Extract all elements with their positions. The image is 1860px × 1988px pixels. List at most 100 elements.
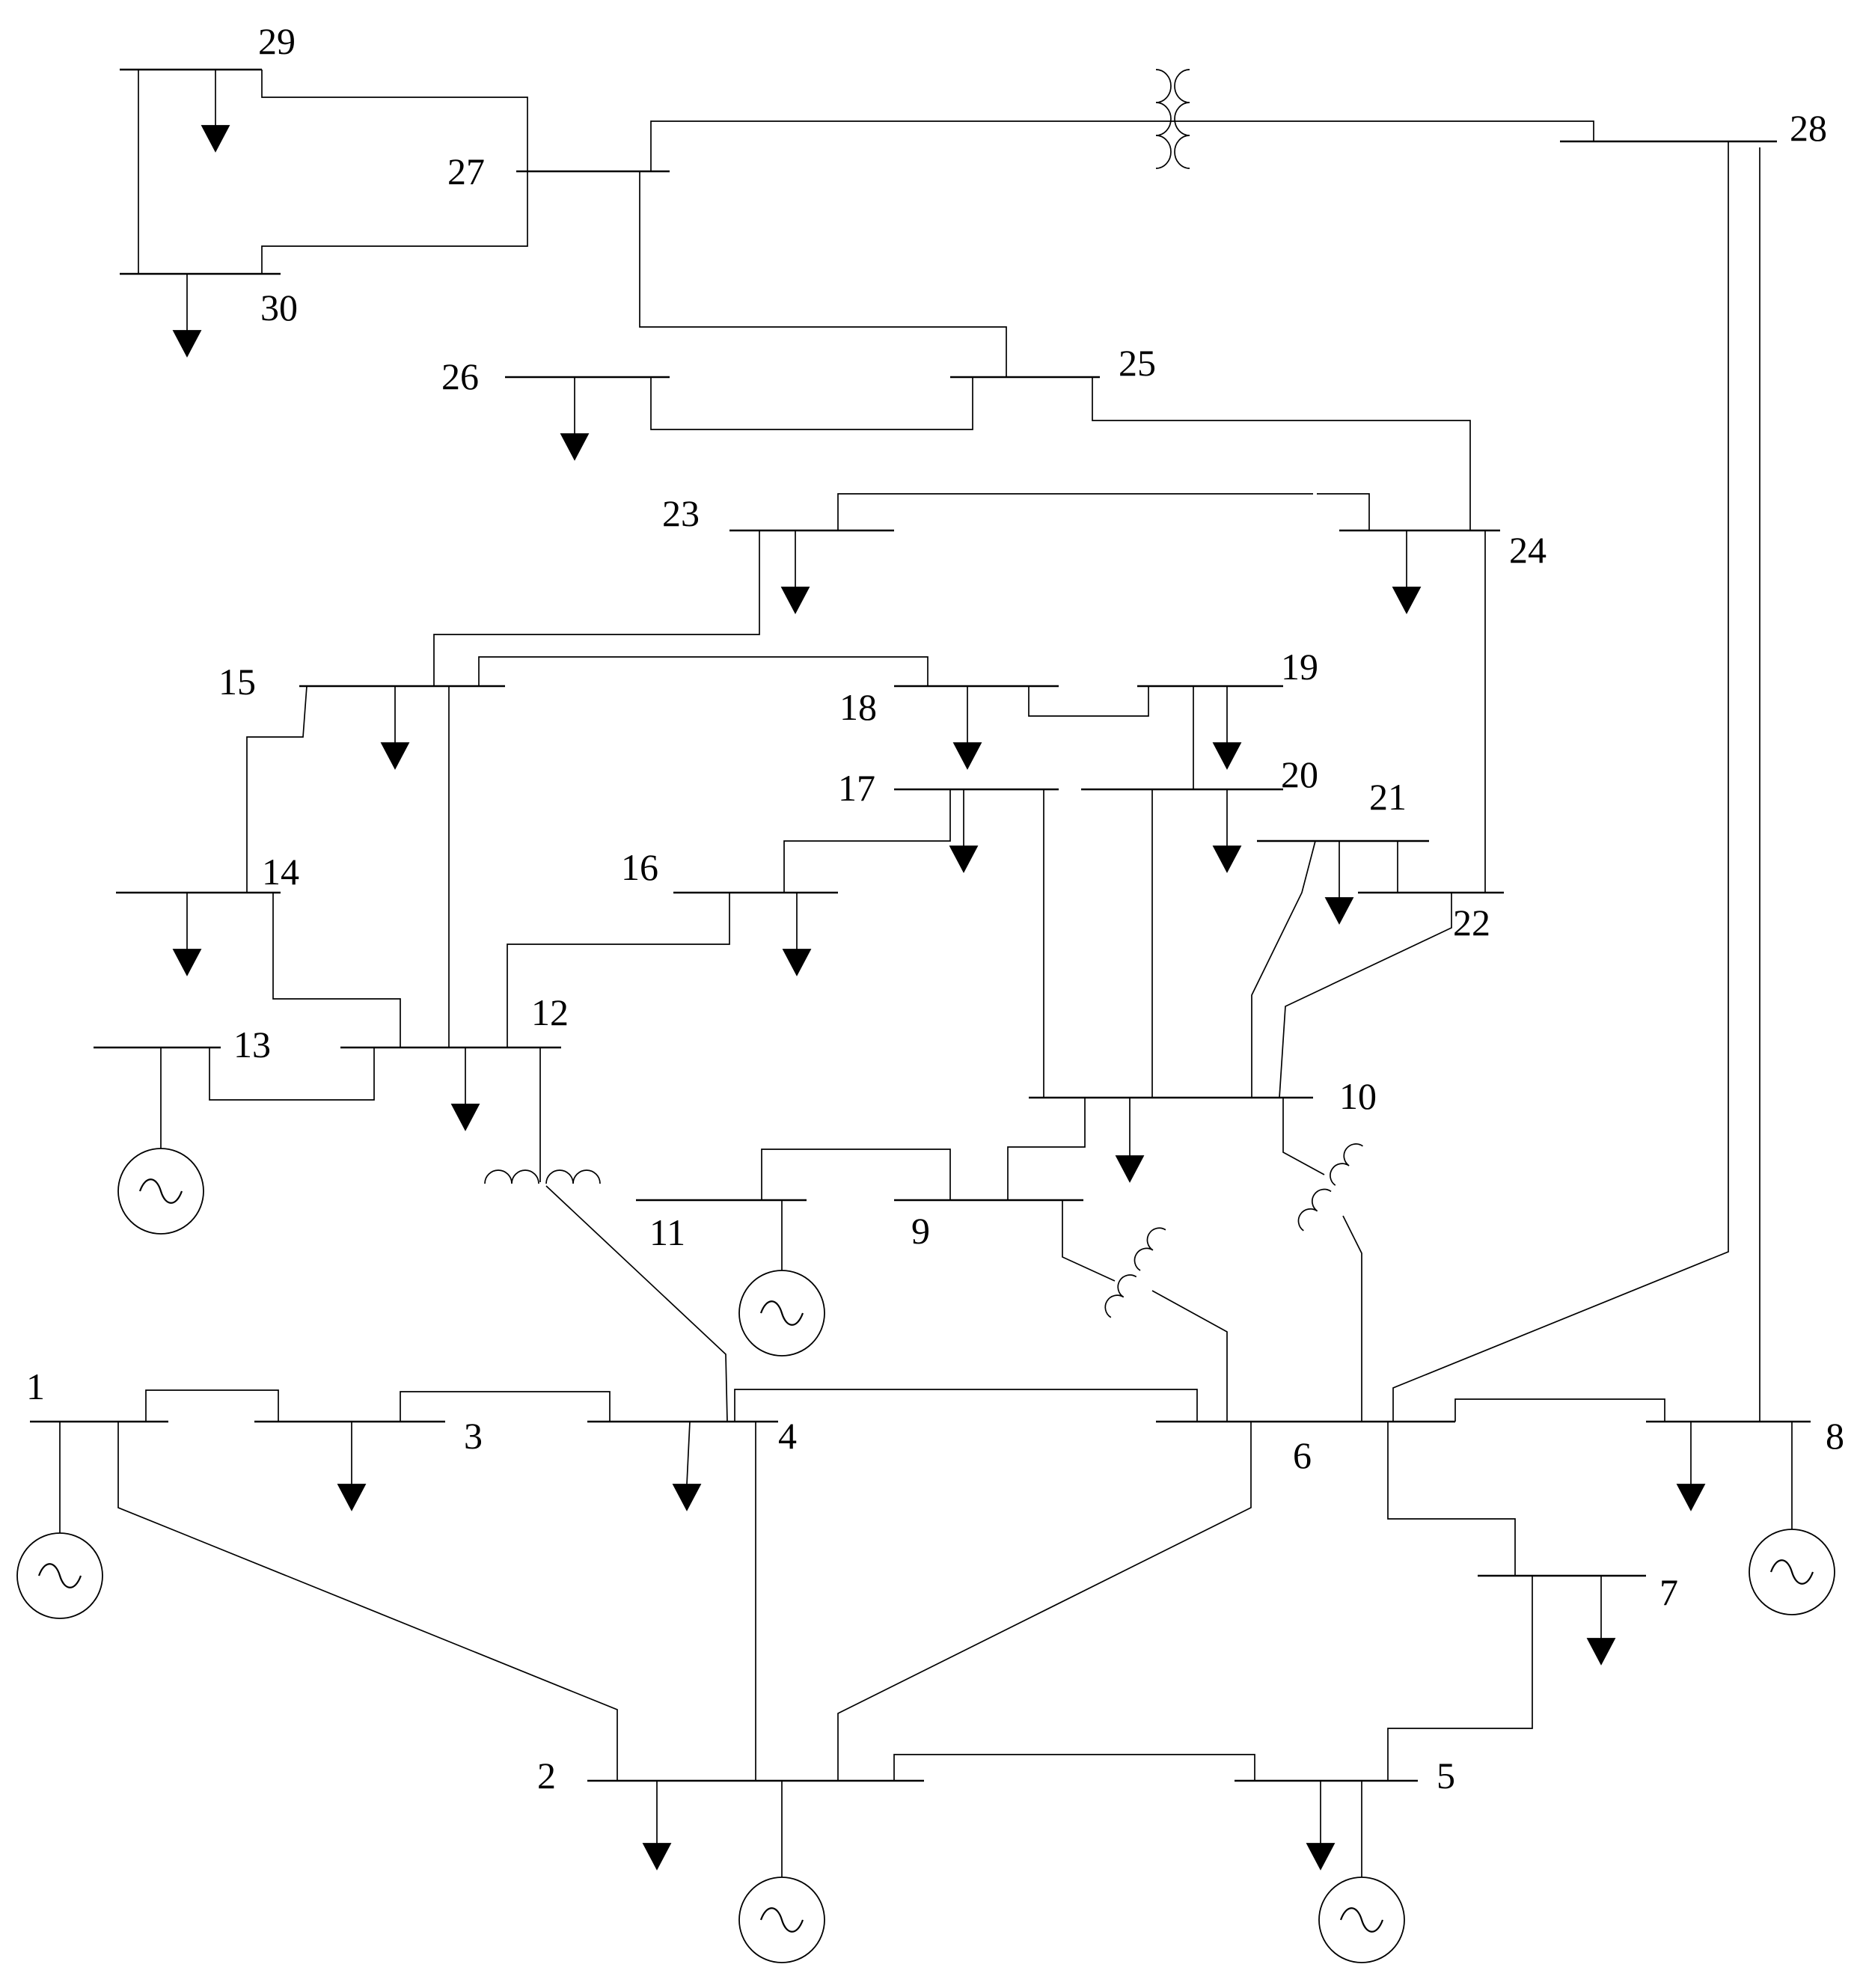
bus-label-16: 16 — [621, 846, 658, 888]
line-27-28 — [650, 120, 1594, 171]
bus-label-26: 26 — [441, 355, 479, 397]
bus-label-2: 2 — [537, 1755, 556, 1796]
bus-label-7: 7 — [1659, 1571, 1678, 1613]
load-arrow-icon — [560, 377, 590, 461]
line-10-6 — [1282, 1098, 1325, 1175]
line-14-12 — [272, 893, 401, 1047]
line-27-29-30 — [261, 70, 528, 274]
line-2-5 — [893, 1754, 1255, 1781]
load-arrow-icon — [949, 789, 979, 873]
line-6-8 — [1454, 1398, 1665, 1422]
bus-label-15: 15 — [218, 661, 256, 703]
bus-label-6: 6 — [1293, 1434, 1312, 1476]
load-arrow-icon — [672, 1421, 702, 1511]
load-arrow-icon — [1212, 789, 1242, 873]
line-15-14 — [246, 685, 308, 893]
line-16-17 — [783, 789, 951, 893]
bus-label-13: 13 — [233, 1024, 271, 1065]
transformers — [484, 69, 1363, 1318]
line-9-6 — [1062, 1200, 1116, 1282]
bus-label-29: 29 — [258, 20, 296, 62]
transformer-coil-icon — [1155, 69, 1190, 169]
line-23-15 — [433, 530, 760, 686]
line-7-5 — [1387, 1576, 1533, 1781]
bus-label-27: 27 — [447, 150, 485, 192]
load-arrow-icon — [1115, 1098, 1145, 1183]
line-9-6-b — [1151, 1290, 1228, 1422]
line-12-4-b — [545, 1185, 728, 1422]
line-4-6 — [734, 1389, 1198, 1422]
bus-labels: 29 30 27 28 26 25 23 24 15 18 19 17 20 2… — [26, 20, 1844, 1796]
load-arrow-icon — [172, 274, 202, 358]
loads — [172, 70, 1706, 1871]
bus-label-5: 5 — [1437, 1755, 1455, 1796]
bus-label-11: 11 — [649, 1211, 685, 1253]
line-6-7 — [1387, 1422, 1516, 1576]
line-6-28 — [1392, 141, 1729, 1422]
transmission-lines — [59, 70, 1793, 1878]
load-arrow-icon — [1324, 841, 1354, 925]
bus-label-23: 23 — [662, 492, 700, 534]
line-12-13 — [209, 1047, 375, 1101]
line-10-9 — [1007, 1098, 1086, 1200]
bus-label-8: 8 — [1826, 1415, 1844, 1457]
line-25-26 — [650, 377, 973, 430]
bus-label-12: 12 — [531, 991, 569, 1033]
load-arrow-icon — [782, 893, 812, 976]
line-23-24-b — [1317, 493, 1370, 530]
transformer-coil-icon — [484, 1169, 601, 1184]
load-arrow-icon — [780, 530, 810, 614]
transformer-coil-icon — [1104, 1227, 1166, 1318]
line-22-10 — [1279, 893, 1452, 1098]
generator-icon — [117, 1148, 204, 1235]
bus-label-19: 19 — [1281, 646, 1318, 688]
bus-label-18: 18 — [839, 686, 877, 728]
bus-label-20: 20 — [1281, 753, 1318, 795]
line-21-10 — [1251, 840, 1316, 1098]
load-arrow-icon — [201, 70, 230, 153]
bus-label-24: 24 — [1509, 529, 1547, 571]
line-1-2 — [117, 1422, 618, 1781]
line-10-6-b — [1342, 1215, 1362, 1422]
line-18-19 — [1028, 686, 1149, 717]
line-1-3 — [145, 1389, 279, 1422]
load-arrow-icon — [450, 1047, 480, 1131]
generators — [16, 1148, 1835, 1963]
transformer-coil-icon — [1297, 1143, 1363, 1232]
load-arrow-icon — [1676, 1422, 1706, 1511]
bus-label-28: 28 — [1790, 107, 1827, 149]
load-arrow-icon — [337, 1422, 367, 1511]
bus-label-4: 4 — [778, 1415, 797, 1457]
bus-label-14: 14 — [262, 851, 299, 893]
load-arrow-icon — [1306, 1781, 1336, 1871]
load-arrow-icon — [172, 893, 202, 976]
line-23-24 — [837, 493, 1313, 530]
generator-icon — [1318, 1877, 1405, 1963]
bus-label-17: 17 — [838, 767, 875, 809]
line-12-16 — [507, 893, 730, 1047]
bus-label-1: 1 — [26, 1365, 45, 1407]
bus-label-3: 3 — [464, 1415, 483, 1457]
bus-label-10: 10 — [1339, 1075, 1377, 1117]
bus-label-21: 21 — [1369, 776, 1407, 818]
load-arrow-icon — [952, 686, 982, 770]
load-arrow-icon — [1586, 1576, 1616, 1666]
bus-label-22: 22 — [1453, 902, 1490, 943]
generator-icon — [738, 1270, 825, 1357]
load-arrow-icon — [642, 1781, 672, 1871]
line-27-25 — [639, 171, 1007, 377]
load-arrow-icon — [1212, 686, 1242, 770]
generator-icon — [738, 1877, 825, 1963]
bus-label-25: 25 — [1119, 342, 1156, 384]
load-arrow-icon — [380, 686, 410, 770]
load-arrow-icon — [1392, 530, 1422, 614]
generator-icon — [16, 1532, 103, 1619]
line-3-4 — [400, 1391, 611, 1422]
line-6-2 — [837, 1422, 1252, 1781]
line-9-11 — [761, 1149, 951, 1200]
generator-icon — [1749, 1529, 1835, 1615]
bus-label-30: 30 — [260, 287, 298, 328]
bus-label-9: 9 — [911, 1210, 930, 1252]
line-25-24 — [1092, 377, 1471, 530]
